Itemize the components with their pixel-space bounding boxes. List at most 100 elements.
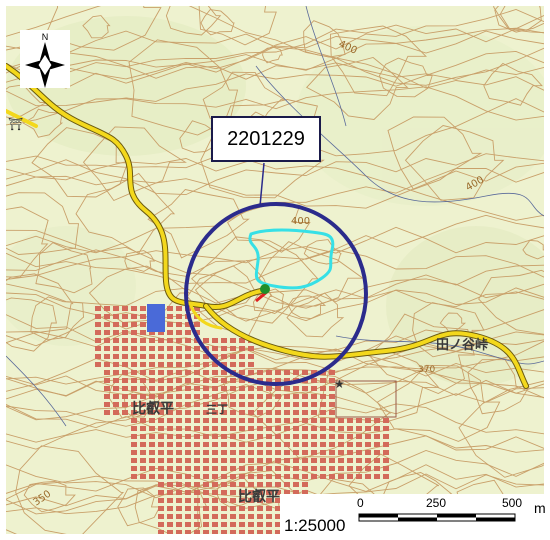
house-block	[167, 434, 173, 439]
house-block	[203, 474, 209, 479]
house-block	[266, 498, 272, 503]
house-block	[158, 466, 164, 471]
house-block	[257, 490, 263, 495]
contour-line	[6, 45, 544, 86]
house-block	[167, 530, 173, 534]
house-block	[167, 346, 173, 351]
contour-line	[6, 340, 544, 397]
house-block	[221, 498, 227, 503]
house-block	[158, 434, 164, 439]
house-block	[365, 466, 371, 471]
house-block	[131, 386, 137, 391]
house-block	[176, 514, 182, 519]
house-block	[131, 410, 137, 415]
house-block	[311, 402, 317, 407]
house-block	[248, 394, 254, 399]
house-block	[212, 434, 218, 439]
roads	[6, 63, 529, 389]
house-block	[95, 314, 101, 319]
contour-line	[303, 239, 343, 265]
house-block	[257, 474, 263, 479]
house-block	[185, 482, 191, 487]
house-block	[374, 458, 380, 463]
house-block	[131, 314, 137, 319]
house-block	[374, 450, 380, 455]
house-block	[293, 426, 299, 431]
house-block	[140, 386, 146, 391]
house-block	[131, 466, 137, 471]
house-block	[122, 346, 128, 351]
house-block	[176, 306, 182, 311]
house-block	[248, 426, 254, 431]
house-block	[275, 514, 281, 519]
house-block	[284, 466, 290, 471]
house-block	[383, 426, 389, 431]
house-block	[383, 474, 389, 479]
contour-line	[6, 214, 544, 284]
topographic-map[interactable]: ⛩ ★ 比叡平 比叡平 田ノ谷峠 三丁 400 400 400 350 370	[6, 6, 544, 534]
contour-line	[439, 312, 467, 333]
house-block	[302, 394, 308, 399]
house-block	[329, 402, 335, 407]
buffer-circle[interactable]	[184, 202, 368, 386]
house-block	[284, 394, 290, 399]
house-block	[149, 402, 155, 407]
house-block	[257, 434, 263, 439]
house-block	[149, 458, 155, 463]
house-block	[212, 490, 218, 495]
house-block	[275, 418, 281, 423]
house-block	[113, 322, 119, 327]
house-block	[374, 466, 380, 471]
house-block	[185, 402, 191, 407]
site-point[interactable]	[260, 284, 270, 294]
house-block	[383, 434, 389, 439]
house-block	[257, 482, 263, 487]
house-block	[338, 434, 344, 439]
house-block	[113, 330, 119, 335]
house-block	[158, 338, 164, 343]
house-block	[284, 450, 290, 455]
house-block	[167, 314, 173, 319]
shrine-symbol: ⛩	[8, 117, 23, 131]
house-block	[230, 498, 236, 503]
house-block	[158, 394, 164, 399]
contour-line	[15, 445, 125, 534]
house-block	[95, 306, 101, 311]
scale-unit: m	[534, 500, 546, 516]
house-block	[122, 322, 128, 327]
study-area-outline[interactable]	[248, 228, 335, 290]
place-label-hikudaira-1: 比叡平	[132, 400, 174, 417]
house-block	[221, 410, 227, 415]
house-block	[131, 434, 137, 439]
house-block	[104, 314, 110, 319]
house-block	[275, 370, 281, 375]
house-block	[149, 466, 155, 471]
house-block	[239, 418, 245, 423]
contour-line	[6, 50, 544, 107]
house-block	[266, 514, 272, 519]
house-block	[167, 338, 173, 343]
house-block	[212, 370, 218, 375]
house-block	[329, 418, 335, 423]
house-block	[284, 474, 290, 479]
compass-icon	[25, 42, 65, 88]
house-block	[230, 410, 236, 415]
house-block	[131, 394, 137, 399]
house-block	[275, 530, 281, 534]
house-block	[266, 418, 272, 423]
house-block	[275, 482, 281, 487]
contour-label-400-b: 400	[291, 216, 310, 227]
house-block	[302, 434, 308, 439]
house-block	[329, 410, 335, 415]
house-block	[221, 474, 227, 479]
house-block	[167, 306, 173, 311]
house-block	[149, 370, 155, 375]
house-block	[131, 362, 137, 367]
house-block	[167, 362, 173, 367]
house-block	[140, 410, 146, 415]
house-block	[203, 402, 209, 407]
scale-legend: 1:25000 0 250 500 m	[280, 494, 550, 540]
house-block	[203, 450, 209, 455]
house-block	[302, 410, 308, 415]
house-block	[167, 490, 173, 495]
